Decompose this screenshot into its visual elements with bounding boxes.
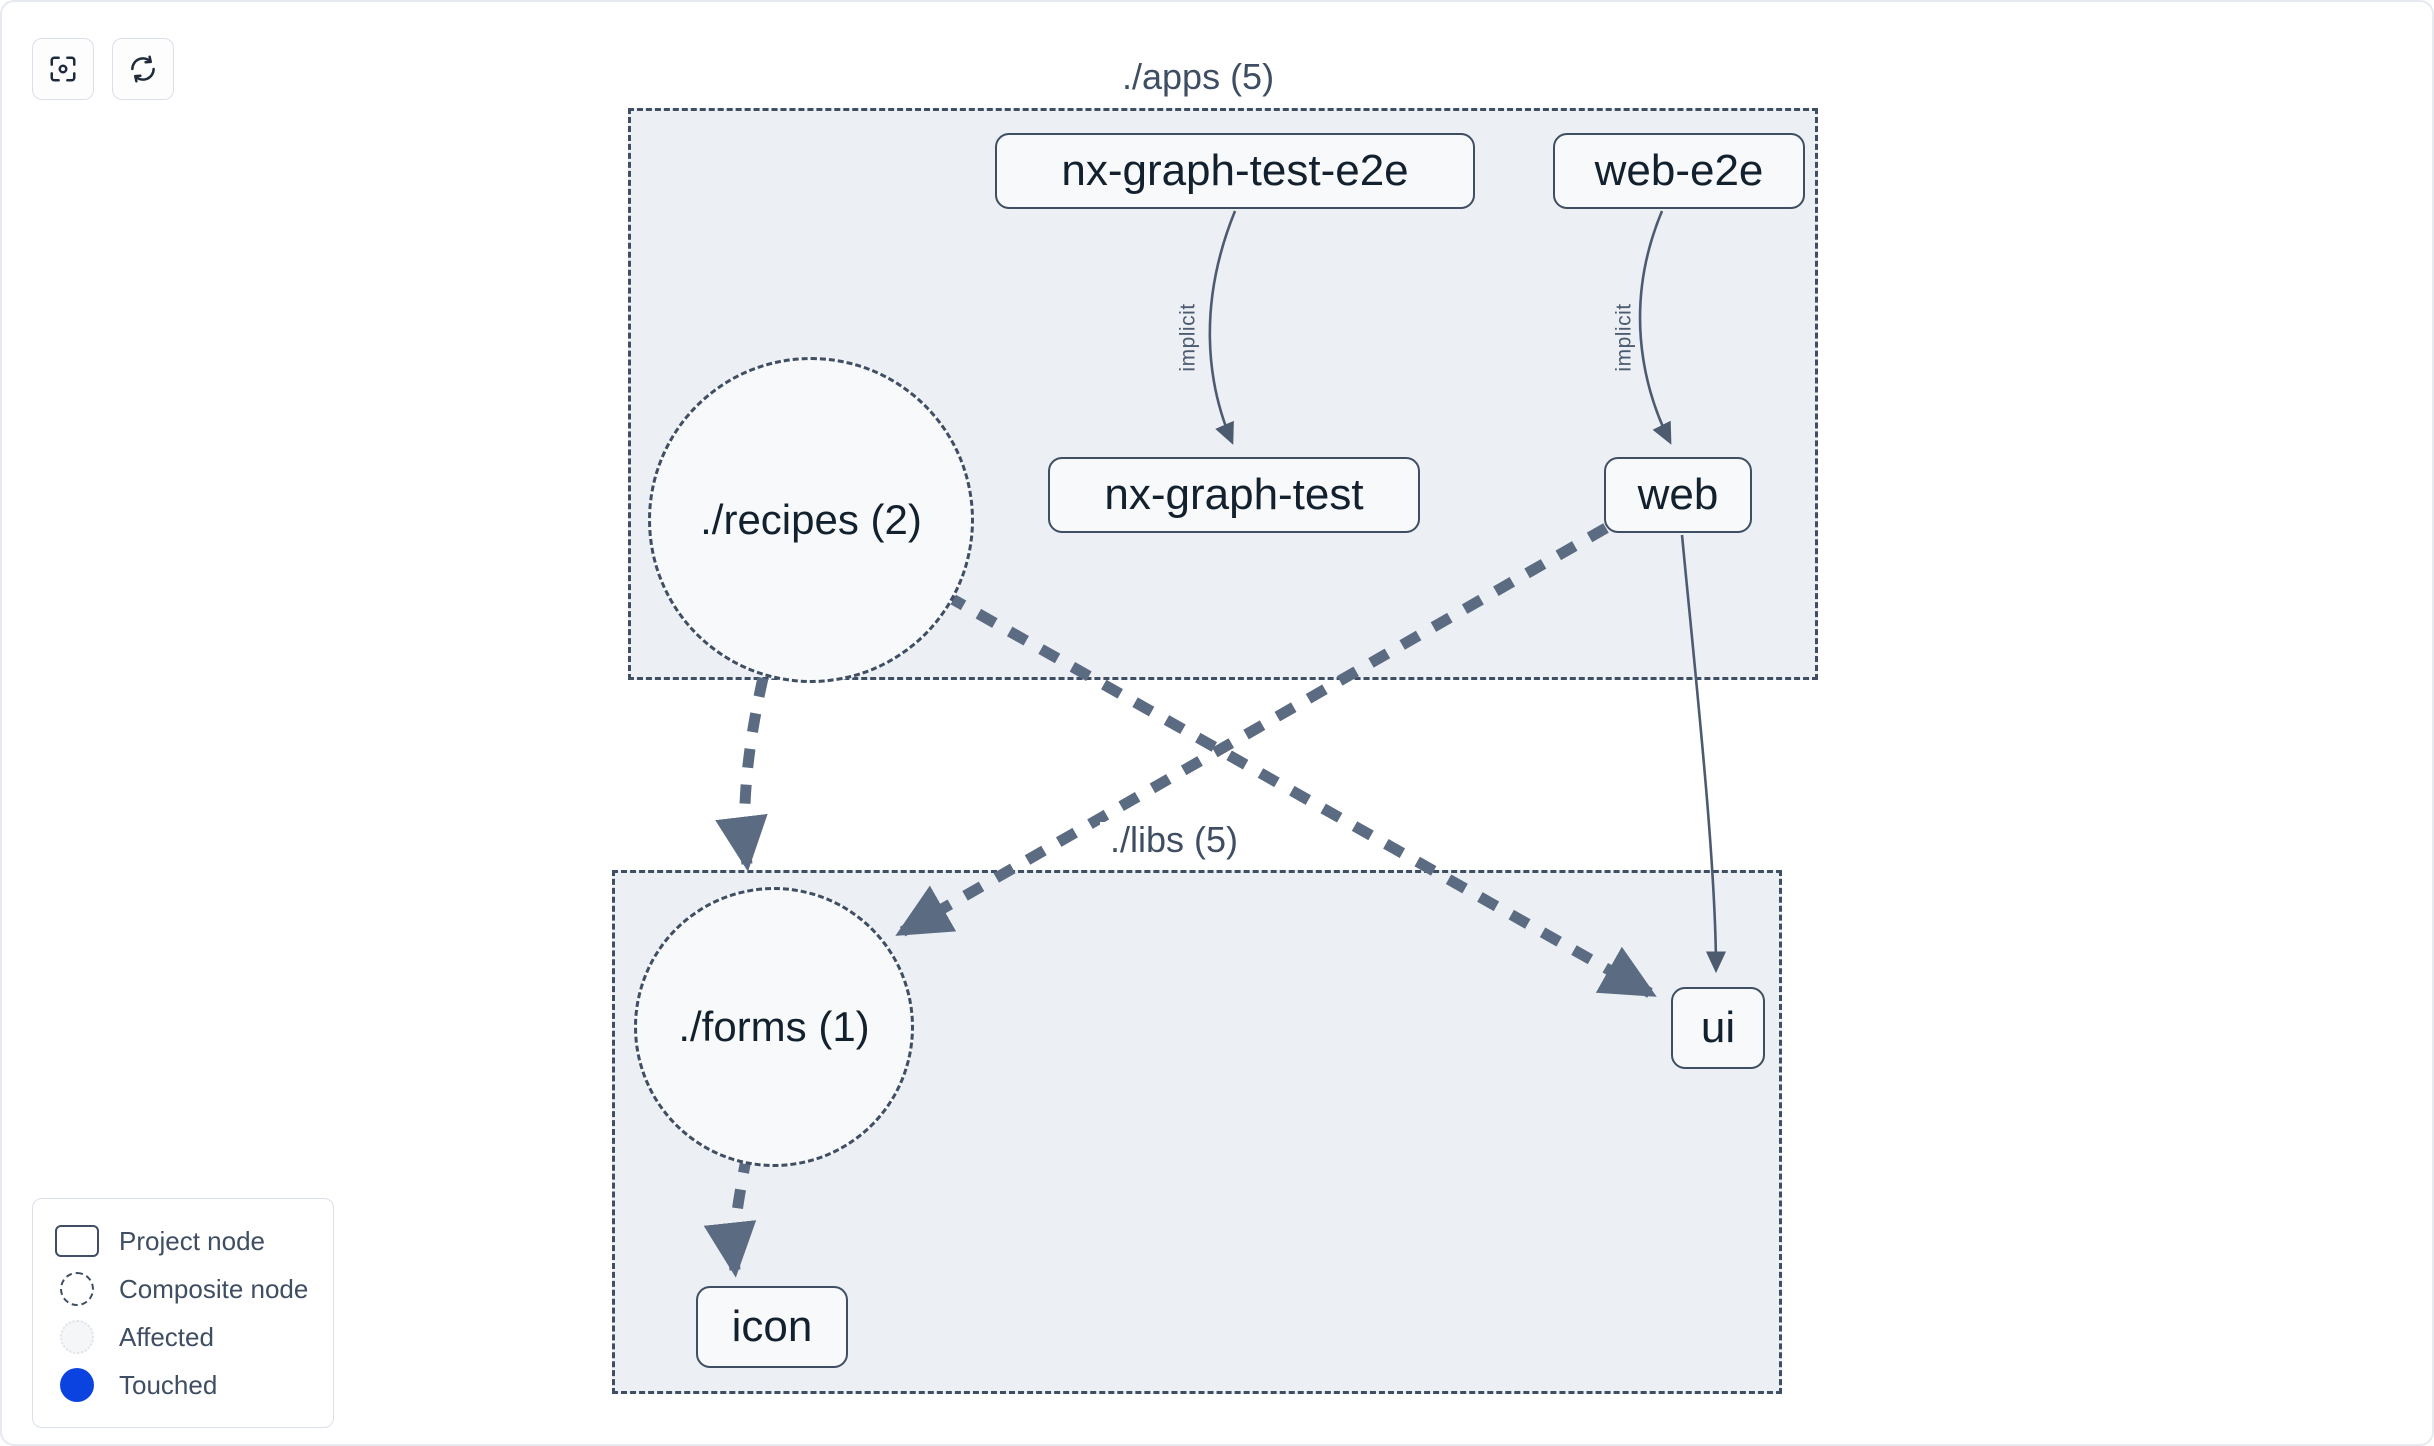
focus-graph-button[interactable] xyxy=(32,38,94,100)
node-nx-graph-test[interactable]: nx-graph-test xyxy=(1048,457,1420,533)
legend-item-label: Composite node xyxy=(119,1274,309,1304)
node-label: web-e2e xyxy=(1594,146,1764,195)
legend-item-label: Affected xyxy=(119,1322,214,1352)
composite-node-swatch xyxy=(55,1272,99,1306)
edge-label-implicit-web: implicit xyxy=(1612,303,1636,372)
node-icon[interactable]: icon xyxy=(696,1286,848,1368)
focus-target-icon xyxy=(48,54,78,84)
node-label: ui xyxy=(1700,1003,1736,1052)
node-label: ./forms (1) xyxy=(678,1003,870,1050)
refresh-graph-button[interactable] xyxy=(112,38,174,100)
node-web[interactable]: web xyxy=(1604,457,1752,533)
edge-label-implicit-nx-graph-test: implicit xyxy=(1176,303,1200,372)
node-ui[interactable]: ui xyxy=(1671,987,1765,1069)
legend-item-affected: Affected xyxy=(55,1313,313,1361)
node-web-e2e[interactable]: web-e2e xyxy=(1553,133,1805,209)
legend-item-project-node: Project node xyxy=(55,1217,313,1265)
edge-recipes-to-forms xyxy=(715,676,769,872)
node-label: web xyxy=(1637,470,1719,519)
node-forms[interactable]: ./forms (1) xyxy=(634,887,914,1167)
group-label-libs: ./libs (5) xyxy=(1100,822,1249,858)
node-label: nx-graph-test xyxy=(1104,470,1364,519)
group-label-apps: ./apps (5) xyxy=(1112,59,1285,95)
graph-legend: Project node Composite node Affected Tou… xyxy=(32,1198,334,1428)
graph-toolbar xyxy=(32,38,174,100)
legend-item-label: Project node xyxy=(119,1226,265,1256)
legend-item-label: Touched xyxy=(119,1370,218,1400)
legend-item-composite-node: Composite node xyxy=(55,1265,313,1313)
node-label: icon xyxy=(731,1302,813,1351)
node-recipes[interactable]: ./recipes (2) xyxy=(648,357,974,683)
node-nx-graph-test-e2e[interactable]: nx-graph-test-e2e xyxy=(995,133,1475,209)
legend-item-touched: Touched xyxy=(55,1361,313,1409)
refresh-icon xyxy=(128,54,158,84)
project-node-swatch xyxy=(55,1225,99,1257)
touched-swatch xyxy=(55,1368,99,1402)
affected-swatch xyxy=(55,1320,99,1354)
node-label: nx-graph-test-e2e xyxy=(1061,146,1409,195)
node-label: ./recipes (2) xyxy=(700,496,922,543)
